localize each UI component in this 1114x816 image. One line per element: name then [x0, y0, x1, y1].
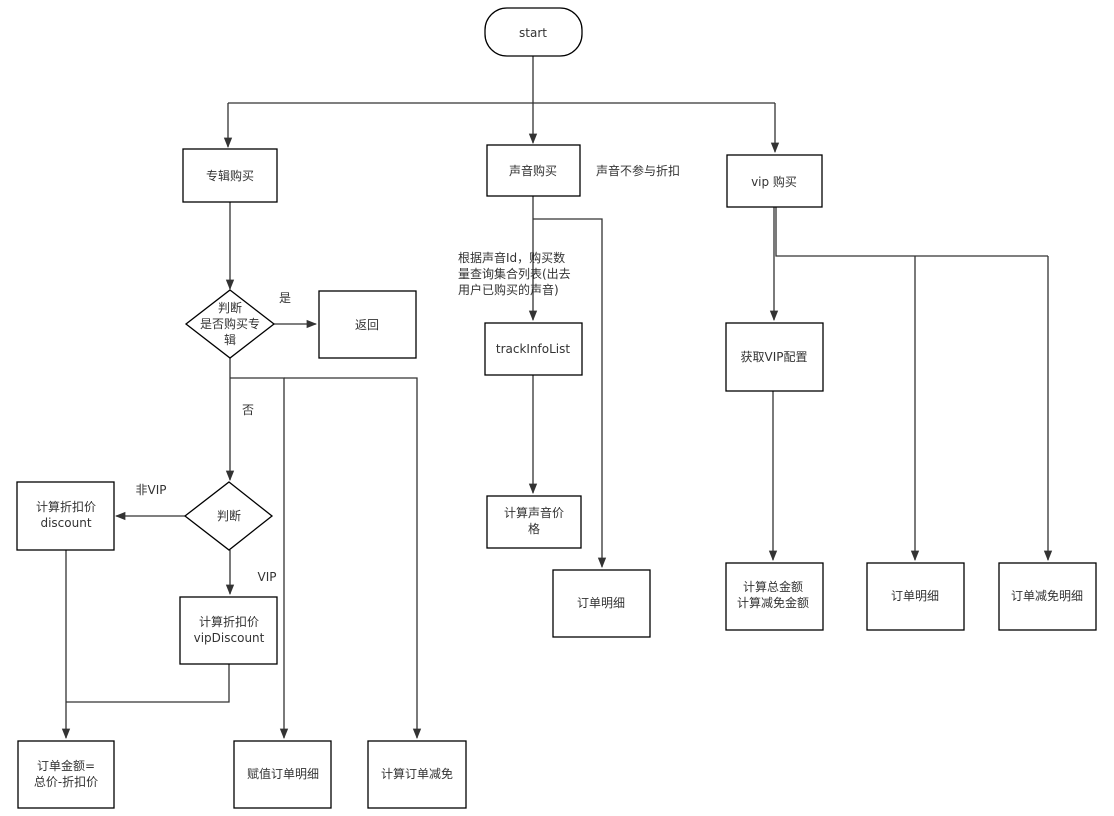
node-calc-vip-discount[interactable]: 计算折扣价 vipDiscount	[179, 596, 278, 665]
node-decision-purchased-line1: 判断	[218, 300, 242, 315]
node-decision-purchased-line2: 是否购买专	[200, 316, 260, 331]
label-yes: 是	[279, 291, 291, 305]
node-album-purchase-label: 专辑购买	[206, 168, 254, 183]
node-calc-discount[interactable]: 计算折扣价 discount	[16, 481, 115, 551]
node-order-amount-line1: 订单金额=	[37, 758, 95, 773]
node-calc-sound-price[interactable]: 计算声音价 格	[486, 495, 582, 549]
node-vip-order-detail[interactable]: 订单明细	[866, 562, 965, 631]
node-album-purchase[interactable]: 专辑购买	[182, 148, 278, 203]
node-decision-purchased-line3: 辑	[224, 333, 236, 347]
node-calc-total[interactable]: 计算总金额 计算减免金额	[725, 562, 824, 631]
node-calc-sound-price-line2: 格	[528, 521, 540, 536]
label-vip: VIP	[258, 570, 277, 584]
node-decision-vip-label: 判断	[217, 508, 241, 523]
nodes: start 专辑购买 声音购买 vip 购买 判断 是否购买专 辑 返回	[16, 7, 1097, 809]
node-order-amount-line2: 总价-折扣价	[34, 774, 98, 789]
edge-to-assign-order-detail	[230, 377, 289, 740]
node-order-amount[interactable]: 订单金额= 总价-折扣价	[17, 740, 115, 809]
node-decision-purchased[interactable]: 判断 是否购买专 辑	[184, 289, 276, 359]
node-vip-reduction-detail[interactable]: 订单减免明细	[998, 562, 1097, 631]
label-query-note-line2: 量查询集合列表(出去	[458, 266, 571, 281]
node-track-info-list-label: trackInfoList	[496, 342, 571, 356]
node-sound-order-detail-label: 订单明细	[577, 596, 625, 610]
label-sound-no-discount: 声音不参与折扣	[596, 163, 680, 178]
node-assign-order-detail-label: 赋值订单明细	[247, 766, 319, 781]
node-vip-purchase[interactable]: vip 购买	[726, 154, 823, 208]
node-vip-reduction-detail-label: 订单减免明细	[1011, 588, 1083, 603]
node-return-label: 返回	[355, 318, 379, 332]
node-decision-vip[interactable]: 判断	[183, 481, 274, 551]
node-assign-order-detail[interactable]: 赋值订单明细	[233, 740, 332, 809]
node-start[interactable]: start	[484, 7, 583, 57]
edge-vip-bar	[775, 207, 1048, 257]
node-sound-order-detail[interactable]: 订单明细	[552, 569, 651, 638]
node-get-vip-config-label: 获取VIP配置	[741, 350, 808, 364]
node-track-info-list[interactable]: trackInfoList	[484, 322, 583, 376]
edge-to-calc-order-reduction	[284, 377, 422, 740]
node-sound-purchase-label: 声音购买	[509, 163, 557, 178]
node-return[interactable]: 返回	[318, 290, 417, 359]
edge-vipdiscount-to-amount	[66, 664, 230, 703]
node-get-vip-config[interactable]: 获取VIP配置	[725, 322, 824, 392]
node-calc-vip-discount-line1: 计算折扣价	[199, 614, 259, 629]
node-calc-discount-line1: 计算折扣价	[36, 499, 96, 514]
node-start-label: start	[519, 26, 547, 40]
label-query-note-line3: 用户已购买的声音)	[458, 282, 559, 297]
label-no: 否	[242, 403, 254, 417]
label-query-note-line1: 根据声音Id，购买数	[458, 250, 565, 265]
node-calc-discount-line2: discount	[40, 516, 91, 530]
node-calc-total-line1: 计算总金额	[743, 579, 803, 594]
node-calc-order-reduction-label: 计算订单减免	[381, 766, 453, 781]
node-vip-purchase-label: vip 购买	[751, 174, 797, 189]
node-calc-order-reduction[interactable]: 计算订单减免	[367, 740, 467, 809]
edge-sound-to-order-detail	[533, 218, 607, 569]
label-non-vip: 非VIP	[136, 483, 167, 497]
node-sound-purchase[interactable]: 声音购买	[486, 144, 581, 197]
node-calc-total-line2: 计算减免金额	[737, 595, 809, 610]
node-vip-order-detail-label: 订单明细	[891, 589, 939, 603]
node-calc-vip-discount-line2: vipDiscount	[194, 631, 265, 645]
edge-labels: 是 否 非VIP VIP 声音不参与折扣 根据声音Id，购买数 量查询集合列表(…	[136, 163, 681, 584]
edges	[61, 56, 1053, 740]
node-calc-sound-price-line1: 计算声音价	[504, 505, 564, 520]
